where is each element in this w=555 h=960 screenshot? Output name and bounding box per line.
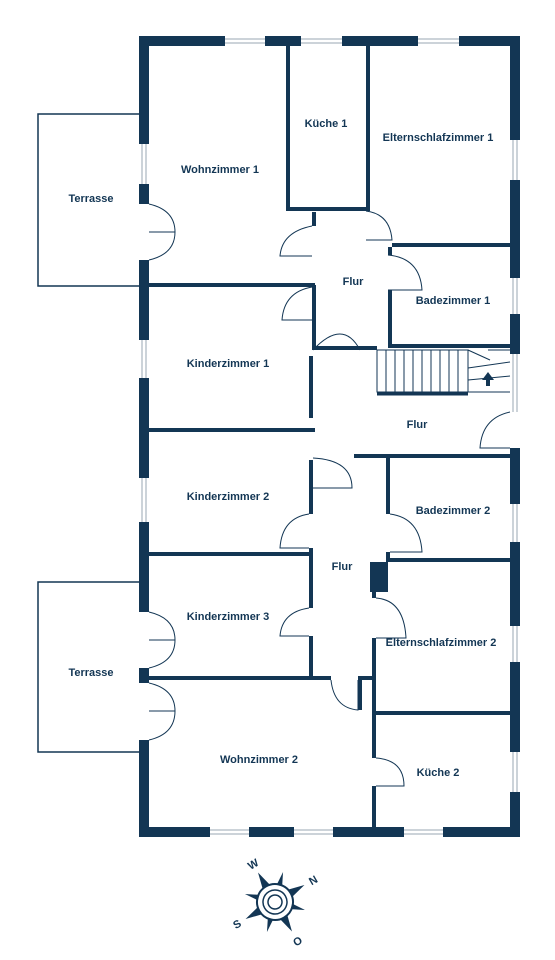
room-label-terrasse-top: Terrasse <box>68 193 113 205</box>
stair-direction-arrow-icon <box>482 372 494 386</box>
terrace-top <box>37 113 145 287</box>
room-label-kinderzimmer-1: Kinderzimmer 1 <box>187 358 270 370</box>
windows <box>141 38 518 835</box>
room-label-kueche-2: Küche 2 <box>417 767 460 779</box>
room-label-kinderzimmer-2: Kinderzimmer 2 <box>187 491 270 503</box>
room-label-wohnzimmer-2: Wohnzimmer 2 <box>220 754 298 766</box>
room-label-flur-bottom: Flur <box>332 561 353 573</box>
room-label-flur-top: Flur <box>343 276 364 288</box>
room-label-terrasse-bottom: Terrasse <box>68 667 113 679</box>
room-label-elternschlafzimmer-2: Elternschlafzimmer 2 <box>386 637 497 649</box>
room-label-wohnzimmer-1: Wohnzimmer 1 <box>181 164 259 176</box>
terrace-bottom <box>37 581 145 753</box>
room-label-kueche-1: Küche 1 <box>305 118 348 130</box>
room-label-badezimmer-1: Badezimmer 1 <box>416 295 491 307</box>
door-swings <box>148 203 511 787</box>
interior-walls <box>149 46 510 828</box>
room-label-badezimmer-2: Badezimmer 2 <box>416 505 491 517</box>
outer-walls <box>139 36 520 837</box>
room-label-elternschlafzimmer-1: Elternschlafzimmer 1 <box>383 132 494 144</box>
staircase <box>376 349 511 396</box>
room-label-flur-middle: Flur <box>407 419 428 431</box>
room-label-kinderzimmer-3: Kinderzimmer 3 <box>187 611 270 623</box>
